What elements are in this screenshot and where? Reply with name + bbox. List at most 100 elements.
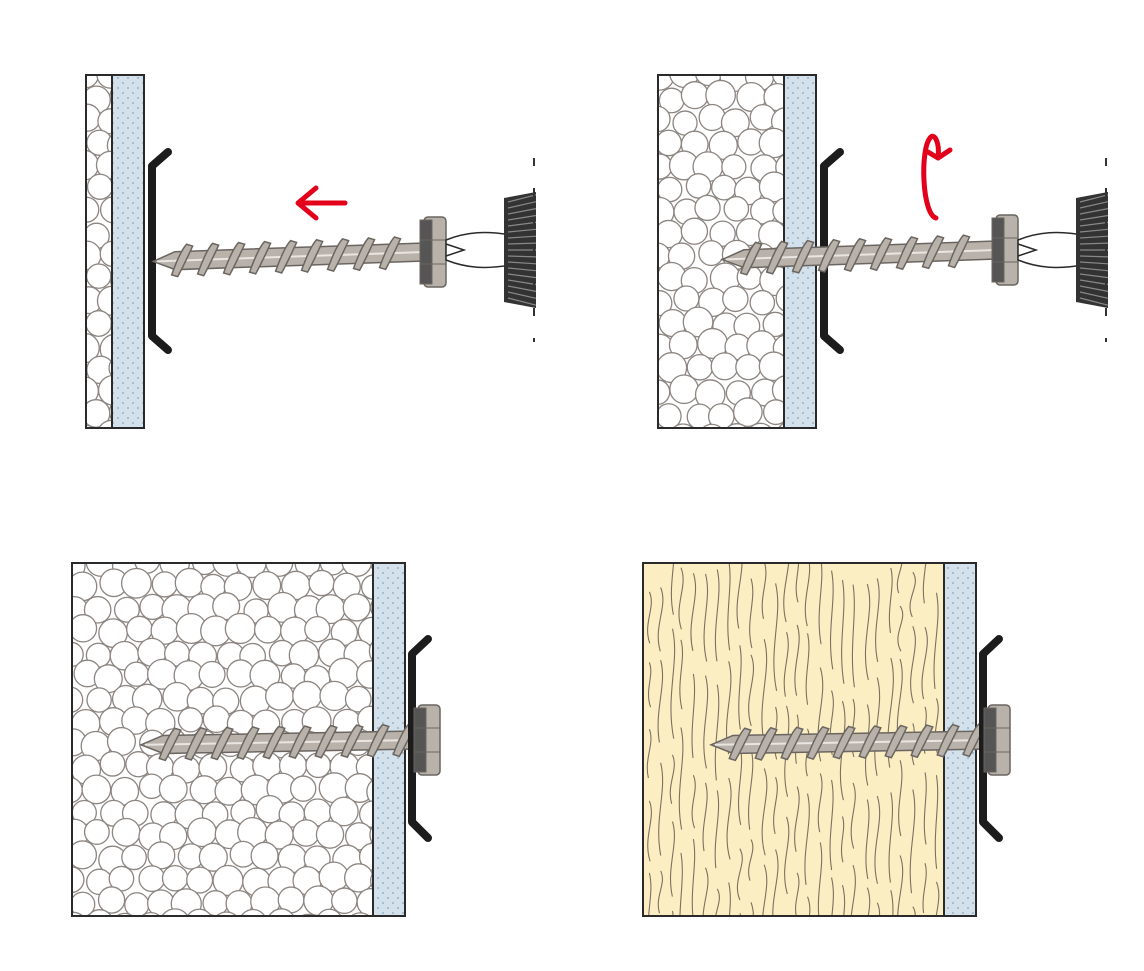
insulation-bead: [658, 290, 673, 317]
insulation-bead: [758, 351, 784, 382]
insulation-bead: [289, 775, 317, 802]
insulation-bead: [708, 130, 738, 161]
screw-thread: [858, 725, 882, 760]
wood-grain-line: [818, 563, 823, 645]
insulation-bead: [720, 108, 750, 138]
screw-thread: [895, 236, 919, 271]
wood-grain-line: [728, 882, 731, 916]
insulation-bead: [685, 173, 712, 199]
insulation-bead: [694, 194, 721, 222]
insulation-bead: [726, 423, 748, 428]
insulation-bead: [86, 687, 112, 713]
insulation-bead: [72, 777, 83, 804]
insulation-bead: [99, 240, 112, 268]
wood-grain-line: [850, 864, 856, 916]
wood-grain-line: [749, 578, 754, 649]
insulation-bead: [749, 289, 776, 316]
wood-grain-line: [773, 776, 778, 835]
wood-grain-line: [703, 573, 709, 662]
wood-grain-line: [890, 890, 894, 916]
wood-grain-line: [714, 684, 720, 781]
wood-grain-line: [736, 848, 743, 901]
insulation-bead: [317, 908, 342, 916]
insulation-bead: [212, 563, 243, 577]
step-4-panel: [642, 562, 1011, 917]
wood-grain-line: [840, 816, 845, 863]
driver-bit: [445, 158, 537, 342]
wood-grain-line: [658, 762, 664, 856]
insulation-bead: [126, 615, 153, 643]
rotate-arrow-icon: [921, 133, 953, 221]
insulation-bead: [722, 285, 749, 313]
wood-grain-line: [875, 578, 880, 662]
step-3-panel: [71, 562, 441, 917]
wood-grain-line: [922, 863, 927, 914]
screw-thread: [739, 241, 763, 276]
screw-thread: [340, 724, 364, 759]
insulation-bead: [120, 567, 152, 599]
insulation-bead: [97, 374, 112, 406]
screw-thread: [366, 723, 390, 758]
wood-grain-line: [738, 645, 742, 730]
insulation-bead: [139, 593, 166, 621]
wood-grain-line: [669, 754, 675, 804]
insulation-bead: [680, 81, 709, 110]
wood-grain-line: [866, 887, 871, 916]
screw-thread: [196, 242, 220, 277]
washer: [979, 635, 1003, 842]
insulation-bead: [658, 403, 682, 428]
insulation-bead: [356, 660, 373, 689]
wood-grain-line: [795, 872, 800, 916]
screw-thread: [184, 726, 208, 761]
insulation-bead: [775, 285, 784, 312]
wood-grain-line: [657, 870, 663, 914]
wood-grain-line: [864, 583, 871, 681]
wood-grain-line: [748, 654, 755, 727]
wood-grain-line: [657, 587, 664, 652]
insulation-bead: [772, 197, 784, 225]
wood-grain-line: [690, 573, 697, 651]
screw-thread: [728, 727, 752, 762]
insulation-bead: [341, 563, 373, 577]
insulation-bead: [315, 820, 345, 849]
wood-grain-line: [783, 563, 790, 623]
insulation-bead: [86, 310, 112, 337]
wood-grain-line: [841, 580, 845, 684]
insulation-bead: [771, 375, 784, 405]
insulation-bead: [342, 593, 371, 622]
wood-grain-line: [679, 852, 683, 916]
screw-thread: [936, 723, 960, 758]
insulation-bead: [97, 108, 112, 135]
wood-grain-line: [804, 563, 811, 627]
screw-head: [419, 216, 447, 288]
screw-thread: [378, 236, 402, 271]
wood-grain-line: [804, 793, 810, 886]
insulation-bead: [72, 641, 84, 668]
insulation-bead: [87, 909, 112, 916]
wood-grain-line: [669, 821, 675, 897]
wood-grain-line: [909, 571, 916, 618]
screw-thread: [352, 237, 376, 272]
screw-head: [413, 704, 441, 776]
insulation-bead: [721, 154, 747, 180]
wood-grain-line: [736, 563, 743, 629]
insulation-bead: [344, 773, 373, 803]
wood-grain-line: [702, 867, 709, 916]
screw-thread: [288, 725, 312, 760]
screw-thread: [780, 726, 804, 761]
insulation-bead: [698, 240, 725, 267]
wood-grain-line: [888, 792, 894, 883]
wood-grain-line: [739, 913, 742, 916]
wood-grain-line: [783, 632, 789, 697]
insulation-bead: [331, 887, 358, 915]
wood-grain-line: [921, 626, 928, 700]
step-1-panel: [85, 74, 537, 429]
screw-thread: [832, 725, 856, 760]
insulation-bead: [121, 844, 147, 871]
insulation-bead: [366, 779, 373, 805]
insulation-bead: [762, 399, 784, 426]
wood-grain-line: [897, 855, 904, 916]
wood-grain-line: [817, 773, 823, 833]
insulation-bead: [161, 865, 189, 892]
step-2-panel: [657, 74, 1109, 429]
